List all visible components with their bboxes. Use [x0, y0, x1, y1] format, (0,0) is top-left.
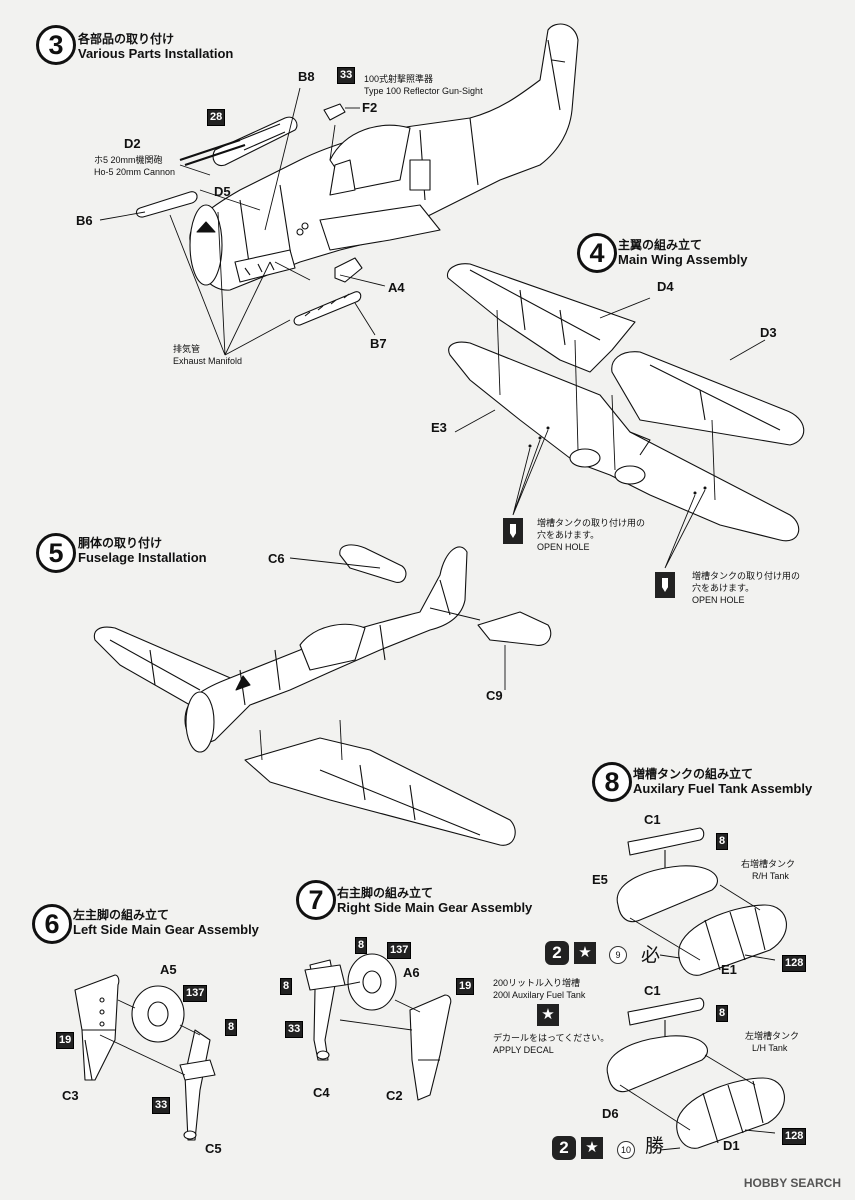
rh-tank-note-en: R/H Tank	[752, 871, 789, 881]
step8-tank-drawing	[606, 827, 787, 1151]
lh-tank-note-jp: 左増槽タンク	[745, 1031, 800, 1041]
paint-code-128: 128	[782, 955, 807, 972]
step8-title-en: Auxilary Fuel Tank Assembly	[633, 781, 813, 796]
drill-hole-icon	[503, 518, 523, 544]
part-label-e3: E3	[431, 420, 447, 435]
open-hole-note-jp-1: 増槽タンクの取り付け用の	[692, 571, 801, 581]
part-label-c4: C4	[313, 1085, 330, 1100]
step4-title-jp: 主翼の組み立て	[618, 238, 703, 252]
part-label-f2: F2	[362, 100, 378, 115]
step8-title-jp: 増槽タンクの組み立て	[633, 767, 754, 781]
part-label-c5: C5	[205, 1141, 222, 1156]
part-label-c1: C1	[644, 983, 661, 998]
lh-tank-note-en: L/H Tank	[752, 1043, 788, 1053]
exhaust-note-jp: 排気管	[173, 344, 201, 354]
step3-number-badge: 3	[36, 25, 76, 65]
step3-title-jp: 各部品の取り付け	[78, 32, 175, 46]
step7-gear-drawing	[304, 953, 452, 1101]
part-label-d4: D4	[657, 279, 674, 294]
step6-number-badge: 6	[32, 904, 72, 944]
part-label-c9: C9	[486, 688, 503, 703]
decal-sheet-2-badge: 2	[552, 1136, 576, 1160]
step5-title-en: Fuselage Installation	[78, 550, 207, 565]
step4-title-en: Main Wing Assembly	[618, 252, 748, 267]
part-label-d5: D5	[214, 184, 231, 199]
open-hole-note-en: OPEN HOLE	[692, 595, 745, 605]
part-label-b6: B6	[76, 213, 93, 228]
part-label-d2: D2	[124, 136, 141, 151]
paint-code-8: 8	[716, 1005, 729, 1022]
decal-note-jp: デカールをはってください。	[493, 1033, 610, 1043]
step7-title-en: Right Side Main Gear Assembly	[337, 900, 533, 915]
paint-code-8: 8	[355, 937, 368, 954]
step6-gear-drawing	[74, 974, 216, 1141]
decal-star-icon: ★	[581, 1137, 603, 1159]
part-label-a4: A4	[388, 280, 405, 295]
open-hole-note-en: OPEN HOLE	[537, 542, 590, 552]
step5-number-badge: 5	[36, 533, 76, 573]
open-hole-note-jp-2: 穴をあけます。	[692, 583, 755, 593]
gunsight-note-jp: 100式射撃照準器	[364, 74, 434, 84]
step3-title-en: Various Parts Installation	[78, 46, 234, 61]
step6-title-en: Left Side Main Gear Assembly	[73, 922, 259, 937]
step3-fuselage-drawing	[99, 23, 579, 356]
part-label-c2: C2	[386, 1088, 403, 1103]
step7-title-jp: 右主脚の組み立て	[337, 886, 434, 900]
decal-sheet-2-badge: 2	[545, 941, 569, 965]
decal-number-10: 10	[617, 1141, 635, 1159]
part-label-d3: D3	[760, 325, 777, 340]
paint-code-8: 8	[280, 978, 293, 995]
paint-code-137: 137	[183, 985, 208, 1002]
drill-hole-icon	[655, 572, 675, 598]
part-label-c3: C3	[62, 1088, 79, 1103]
paint-code-8: 8	[716, 833, 729, 850]
part-label-e1: E1	[721, 962, 737, 977]
decal-kanji-upper: 必	[641, 944, 661, 966]
part-label-d1: D1	[723, 1138, 740, 1153]
part-label-b8: B8	[298, 69, 315, 84]
watermark-text: HOBBY SEARCH	[743, 1176, 841, 1190]
step4-number-badge: 4	[577, 233, 617, 273]
paint-code-33: 33	[285, 1021, 304, 1038]
part-label-a6: A6	[403, 965, 420, 980]
open-hole-note-jp-2: 穴をあけます。	[537, 530, 600, 540]
gunsight-note-en: Type 100 Reflector Gun-Sight	[364, 86, 483, 96]
cannon-note-en: Ho-5 20mm Cannon	[94, 167, 176, 177]
tank200-note-jp: 200リットル入り増槽	[493, 978, 581, 988]
part-label-e5: E5	[592, 872, 608, 887]
step4-wing-drawing	[446, 263, 805, 569]
part-label-c1: C1	[644, 812, 661, 827]
part-label-d6: D6	[602, 1106, 619, 1121]
decal-kanji-lower: 勝	[645, 1135, 665, 1157]
decal-number-9: 9	[609, 946, 627, 964]
paint-code-19: 19	[456, 978, 475, 995]
paint-code-128: 128	[782, 1128, 807, 1145]
step6-title-jp: 左主脚の組み立て	[73, 908, 170, 922]
step5-aircraft-drawing	[93, 544, 552, 846]
paint-code-8: 8	[225, 1019, 238, 1036]
decal-star-icon: ★	[537, 1004, 559, 1026]
cannon-note-jp: ホ5 20mm機関砲	[94, 155, 163, 165]
decal-note-en: APPLY DECAL	[493, 1045, 554, 1055]
paint-code-19: 19	[56, 1032, 75, 1049]
step8-number-badge: 8	[592, 762, 632, 802]
paint-code-28: 28	[207, 109, 226, 126]
tank200-note-en: 200l Auxilary Fuel Tank	[493, 990, 586, 1000]
step5-title-jp: 胴体の取り付け	[78, 536, 163, 550]
part-label-b7: B7	[370, 336, 387, 351]
paint-code-137: 137	[387, 942, 412, 959]
paint-code-33: 33	[337, 67, 356, 84]
paint-code-33: 33	[152, 1097, 171, 1114]
decal-star-icon: ★	[574, 942, 596, 964]
step7-number-badge: 7	[296, 880, 336, 920]
part-label-c6: C6	[268, 551, 285, 566]
open-hole-note-jp-1: 増槽タンクの取り付け用の	[537, 518, 646, 528]
exhaust-note-en: Exhaust Manifold	[173, 356, 243, 366]
rh-tank-note-jp: 右増槽タンク	[741, 859, 796, 869]
part-label-a5: A5	[160, 962, 177, 977]
